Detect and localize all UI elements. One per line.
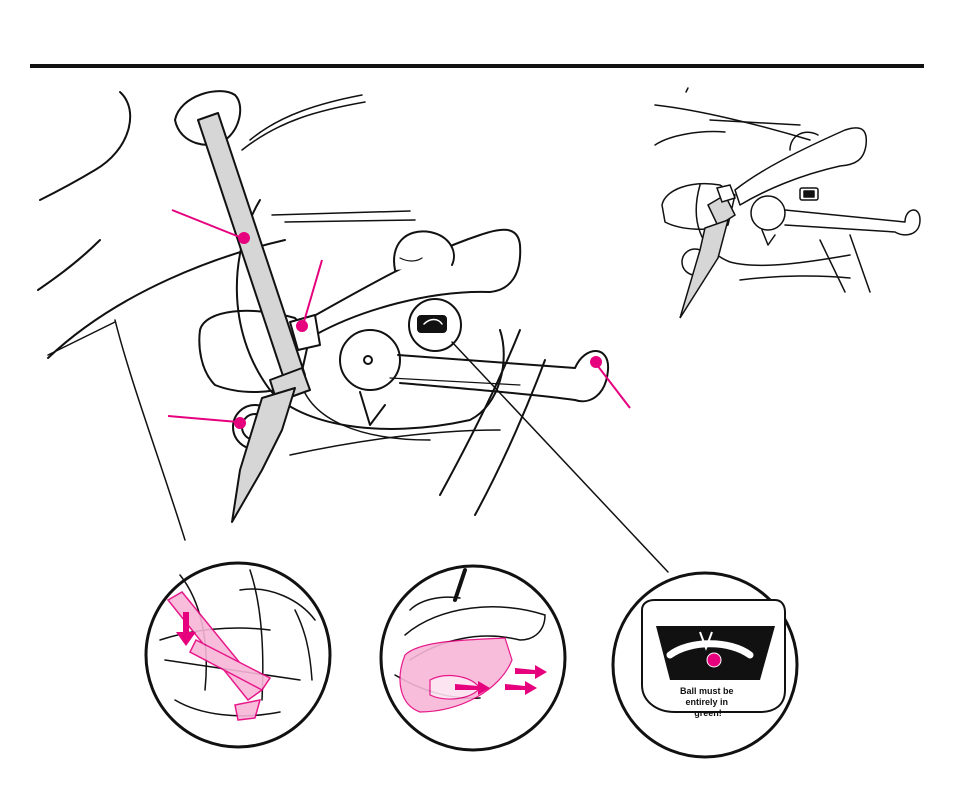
detail-circle-belt	[146, 563, 330, 747]
indicator-label-line-1: Ball must be	[680, 686, 734, 696]
clip-marker	[297, 321, 307, 331]
detail-circle-adjust	[381, 566, 565, 750]
indicator-label-line-2: entirely in	[685, 697, 728, 707]
callout-line-handle	[597, 365, 630, 408]
main-illustration	[38, 91, 668, 572]
belt-marker	[239, 233, 249, 243]
guide-marker	[235, 418, 245, 428]
side-view-illustration	[655, 88, 920, 292]
handle-marker	[591, 357, 601, 367]
level-indicator-ball	[707, 653, 721, 667]
indicator-label-line-3: green!	[694, 708, 722, 718]
callout-line-guide	[168, 416, 238, 422]
detail-circle-indicator: Ball must be entirely in green!	[613, 573, 797, 757]
